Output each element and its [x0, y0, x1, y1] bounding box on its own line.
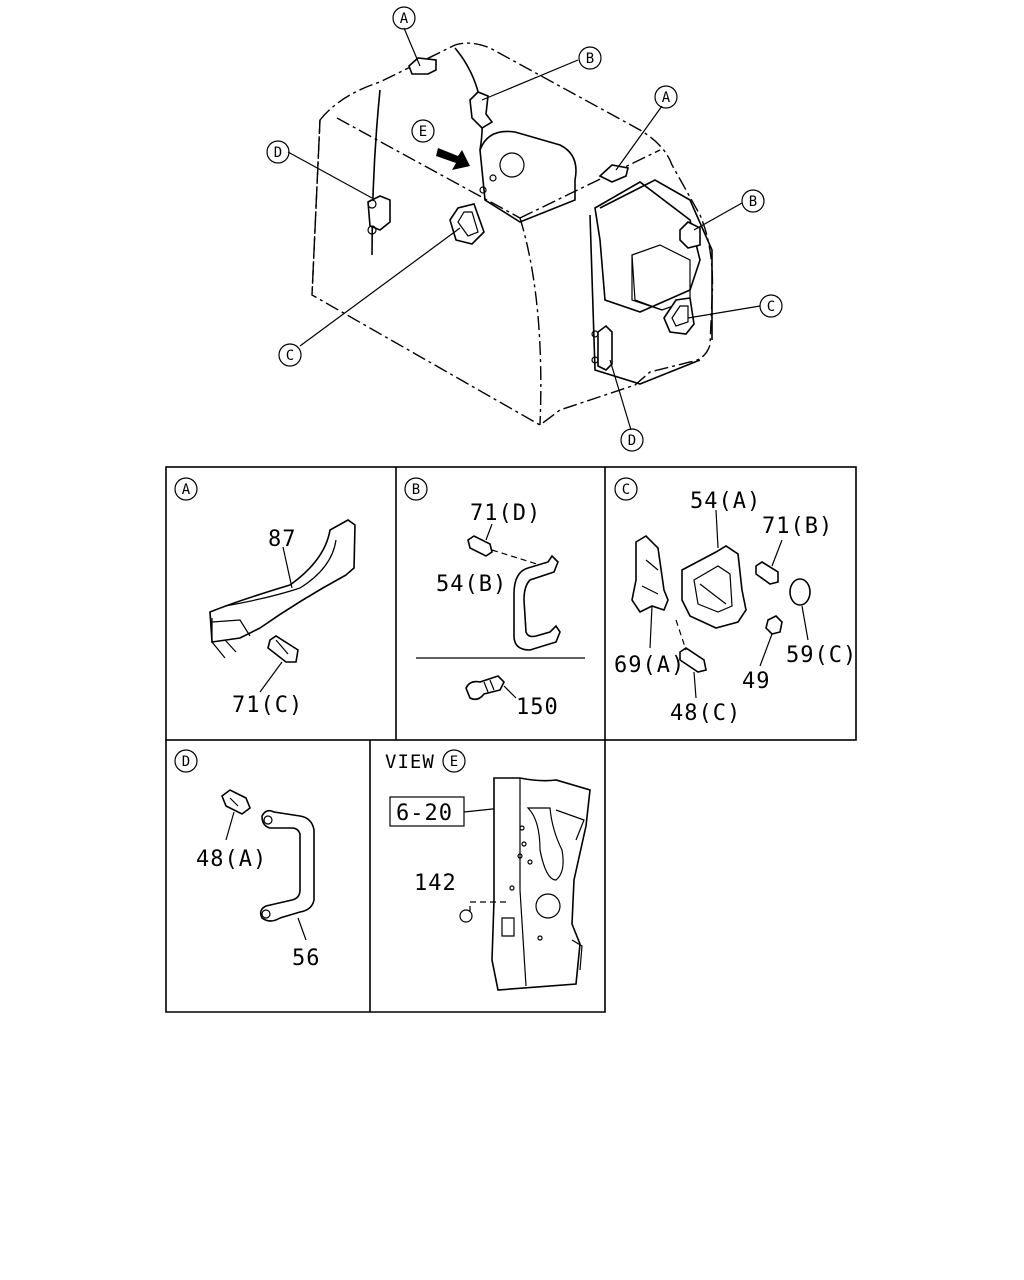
callout-a-right: A	[662, 90, 671, 106]
callout-d-bottom: D	[628, 433, 636, 449]
cap-59c	[789, 578, 811, 606]
bolt-71c	[267, 635, 299, 663]
panel-a-tag: A	[182, 482, 191, 498]
callout-a-top: A	[400, 11, 409, 27]
label-ref-6-20: 6-20	[396, 801, 453, 826]
screw-150	[465, 675, 505, 701]
label-49: 49	[742, 669, 771, 694]
callout-c-left: C	[286, 348, 294, 364]
callout-c-right: C	[767, 299, 775, 315]
label-142: 142	[414, 871, 457, 896]
label-48a: 48(A)	[196, 847, 267, 872]
panel-c-tag: C	[622, 482, 630, 498]
view-label: VIEW	[385, 751, 435, 773]
label-87: 87	[268, 527, 297, 552]
step-54a	[681, 545, 747, 629]
label-71b: 71(B)	[762, 514, 833, 539]
label-54a: 54(A)	[690, 489, 761, 514]
callout-b-right: B	[749, 194, 757, 210]
bolt-48c	[675, 619, 707, 673]
grab-handle-54b	[513, 554, 561, 651]
label-54b: 54(B)	[436, 572, 507, 597]
callout-b-top: B	[586, 51, 594, 67]
bolt-71b	[755, 561, 779, 585]
detail-frames	[165, 466, 857, 1013]
callout-e-view: E	[419, 124, 427, 140]
panel-b: B 71(D) 54(B) 150	[404, 477, 585, 720]
panel-d: D 48(A) 56	[174, 749, 321, 971]
label-56: 56	[292, 946, 321, 971]
bolt-71d	[467, 535, 541, 566]
panel-d-tag: D	[182, 754, 190, 770]
panel-a: A 87 71(C)	[174, 477, 356, 718]
label-150: 150	[516, 695, 559, 720]
pillar-view-e	[491, 777, 591, 991]
panel-c: C 54(A) 71(B) 69(A) 49	[614, 477, 857, 726]
bracket-69a	[631, 534, 669, 614]
callout-d-left: D	[274, 145, 282, 161]
panel-e: VIEW E 6-20 142	[385, 749, 591, 991]
panel-e-tag: E	[450, 754, 458, 770]
panel-b-tag: B	[412, 482, 420, 498]
cab-overview: A B A B C D C D E	[266, 6, 783, 452]
label-69a: 69(A)	[614, 653, 685, 678]
grab-handle-87	[209, 519, 356, 659]
bolt-48a	[221, 789, 251, 815]
label-71d: 71(D)	[470, 501, 541, 526]
grab-handle-56	[259, 809, 315, 922]
label-59c: 59(C)	[786, 643, 857, 668]
label-71c: 71(C)	[232, 693, 303, 718]
label-48c: 48(C)	[670, 701, 741, 726]
plug-142	[459, 909, 473, 923]
nut-49	[765, 615, 783, 635]
